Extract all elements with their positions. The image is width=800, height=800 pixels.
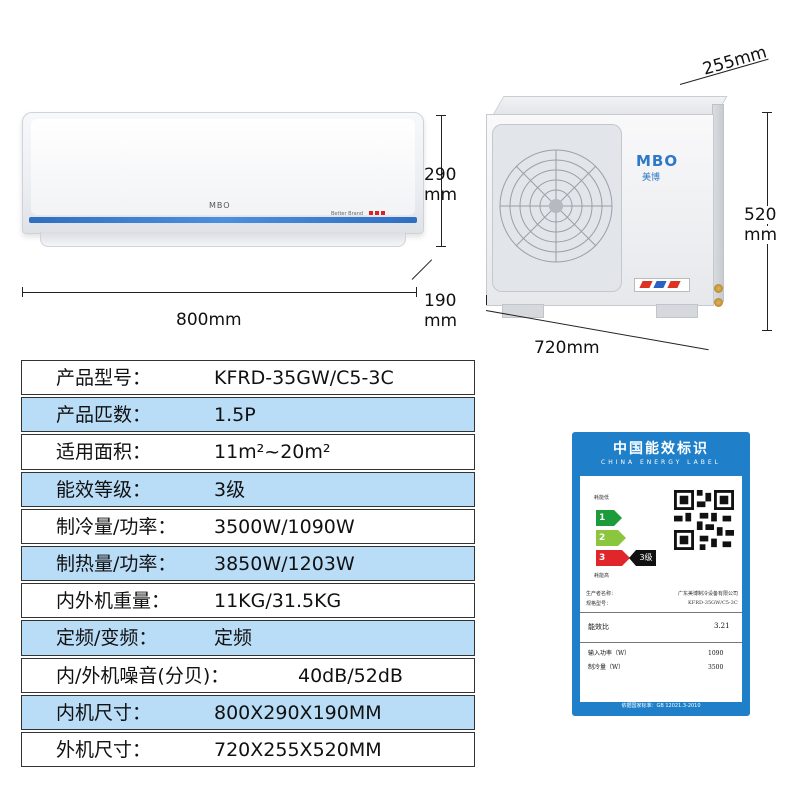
spec-key: 内外机重量： bbox=[56, 590, 171, 613]
energy-label-title: 中国能效标识 bbox=[613, 441, 709, 457]
indoor-unit-slogan: Better Brand bbox=[331, 211, 364, 217]
outdoor-unit-logo: MBO bbox=[636, 152, 679, 170]
spec-key: 外机尺寸： bbox=[56, 738, 152, 761]
indoor-width-line bbox=[22, 292, 417, 293]
energy-label-subtitle: CHINA ENERGY LABEL bbox=[601, 459, 721, 466]
current-grade-badge: 3级 bbox=[629, 550, 656, 566]
spec-row: 制冷量/功率： 3500W/1090W bbox=[21, 508, 475, 544]
model-value: KFRD-35GW/C5-3C bbox=[688, 600, 738, 606]
spec-key: 内机尺寸： bbox=[56, 701, 152, 724]
energy-label-body: 耗能低 1 2 3 3级 耗能高 生产者名称： 广东美博制冷设备有限公司 规格型… bbox=[580, 476, 742, 702]
divider bbox=[580, 642, 742, 643]
spec-row: 制热量/功率： 3850W/1203W bbox=[21, 545, 475, 582]
spec-key: 适用面积： bbox=[56, 441, 152, 464]
manufacturer-label: 生产者名称： bbox=[586, 591, 617, 597]
grade-2-bar: 2 bbox=[596, 530, 626, 546]
indoor-depth-value: 190 bbox=[424, 291, 457, 311]
spec-row: 内/外机噪音(分贝)： 40dB/52dB bbox=[21, 657, 475, 693]
divider bbox=[580, 612, 742, 613]
outdoor-unit-sticker bbox=[634, 278, 690, 292]
spec-value: KFRD-35GW/C5-3C bbox=[214, 367, 394, 389]
indoor-unit-body: MBO Better Brand bbox=[22, 112, 424, 234]
outdoor-width-value: 720mm bbox=[534, 338, 600, 358]
spec-value: 720X255X520MM bbox=[214, 738, 382, 761]
spec-key: 能效等级： bbox=[56, 478, 152, 501]
outdoor-unit-foot bbox=[656, 304, 698, 318]
spec-value: 1.5P bbox=[214, 404, 256, 427]
dim-tick bbox=[762, 330, 772, 331]
input-power-value: 1090 bbox=[708, 650, 724, 657]
spec-value: 定频 bbox=[214, 627, 253, 650]
energy-label-footer: 依据国家标准：GB 12021.3-2010 bbox=[621, 703, 701, 709]
indoor-unit-blue-stripe bbox=[29, 217, 417, 223]
outdoor-unit-image: MBO 美博 bbox=[486, 96, 728, 324]
spec-row: 能效等级： 3级 bbox=[21, 471, 475, 507]
indoor-unit-logo: MBO bbox=[209, 201, 231, 210]
indoor-height-value: 290 bbox=[424, 165, 457, 185]
model-label: 规格型号： bbox=[586, 601, 612, 607]
spec-key: 内/外机噪音(分贝)： bbox=[56, 664, 230, 687]
spec-key: 制热量/功率： bbox=[56, 552, 177, 575]
spec-row: 产品型号： KFRD-35GW/C5-3C bbox=[21, 360, 475, 396]
spec-key: 产品型号： bbox=[56, 367, 152, 389]
spec-value: 11KG/31.5KG bbox=[214, 590, 342, 613]
indoor-height-line bbox=[441, 115, 442, 246]
spec-value: 3500W/1090W bbox=[214, 515, 355, 538]
cooling-label: 制冷量（W） bbox=[588, 664, 625, 671]
spec-value: 800X290X190MM bbox=[214, 701, 382, 724]
spec-row: 适用面积： 11m²~20m² bbox=[21, 434, 475, 470]
indoor-depth-line bbox=[411, 259, 433, 280]
spec-row: 定频/变频： 定频 bbox=[21, 620, 475, 656]
spec-key: 定频/变频： bbox=[56, 627, 158, 650]
energy-label-header: 中国能效标识 CHINA ENERGY LABEL bbox=[572, 438, 750, 466]
dim-tick bbox=[486, 295, 487, 305]
fan-grill-icon bbox=[499, 149, 613, 263]
dim-tick bbox=[416, 287, 417, 297]
outdoor-depth-value: 255mm bbox=[700, 42, 770, 80]
indoor-width-value: 800mm bbox=[176, 310, 242, 330]
indoor-height-unit: mm bbox=[424, 185, 458, 205]
indoor-unit-marks bbox=[369, 211, 387, 215]
eer-label: 能效比 bbox=[588, 623, 609, 631]
low-consumption-text: 耗能低 bbox=[594, 495, 610, 501]
cooling-value: 3500 bbox=[708, 664, 724, 671]
valve-icon bbox=[714, 298, 723, 307]
outdoor-height-unit: mm bbox=[744, 225, 778, 245]
spec-row: 外机尺寸： 720X255X520MM bbox=[21, 731, 475, 768]
outdoor-unit-logo-cn: 美博 bbox=[642, 173, 661, 183]
spec-key: 产品匹数： bbox=[56, 404, 152, 427]
indoor-unit-image: MBO Better Brand bbox=[22, 112, 424, 252]
indoor-unit-panel bbox=[31, 119, 415, 215]
spec-value: 3850W/1203W bbox=[214, 552, 355, 575]
indoor-depth-unit: mm bbox=[424, 311, 458, 331]
spec-row: 内机尺寸： 800X290X190MM bbox=[21, 694, 475, 730]
high-consumption-text: 耗能高 bbox=[594, 573, 610, 579]
outdoor-height-value: 520 bbox=[744, 205, 777, 225]
spec-key: 制冷量/功率： bbox=[56, 515, 177, 538]
outdoor-unit-top bbox=[492, 96, 728, 116]
indoor-unit-louver bbox=[40, 232, 406, 247]
eer-value: 3.21 bbox=[714, 622, 730, 630]
qr-code-icon bbox=[674, 490, 734, 550]
spec-table: 产品型号： KFRD-35GW/C5-3C 产品匹数： 1.5P 适用面积： 1… bbox=[21, 360, 475, 769]
spec-value: 11m²~20m² bbox=[214, 441, 331, 464]
energy-label: 中国能效标识 CHINA ENERGY LABEL 耗能低 1 2 3 3级 耗… bbox=[572, 432, 750, 716]
manufacturer-value: 广东美博制冷设备有限公司 bbox=[678, 591, 739, 597]
grade-3-bar: 3 bbox=[596, 550, 630, 566]
dim-tick bbox=[436, 246, 446, 247]
valve-icon bbox=[714, 284, 723, 293]
spec-row: 内外机重量： 11KG/31.5KG bbox=[21, 583, 475, 619]
spec-value: 40dB/52dB bbox=[298, 664, 403, 687]
grade-1-bar: 1 bbox=[596, 510, 622, 526]
spec-row: 产品匹数： 1.5P bbox=[21, 397, 475, 433]
spec-value: 3级 bbox=[214, 478, 246, 501]
input-power-label: 输入功率（W） bbox=[588, 650, 631, 657]
